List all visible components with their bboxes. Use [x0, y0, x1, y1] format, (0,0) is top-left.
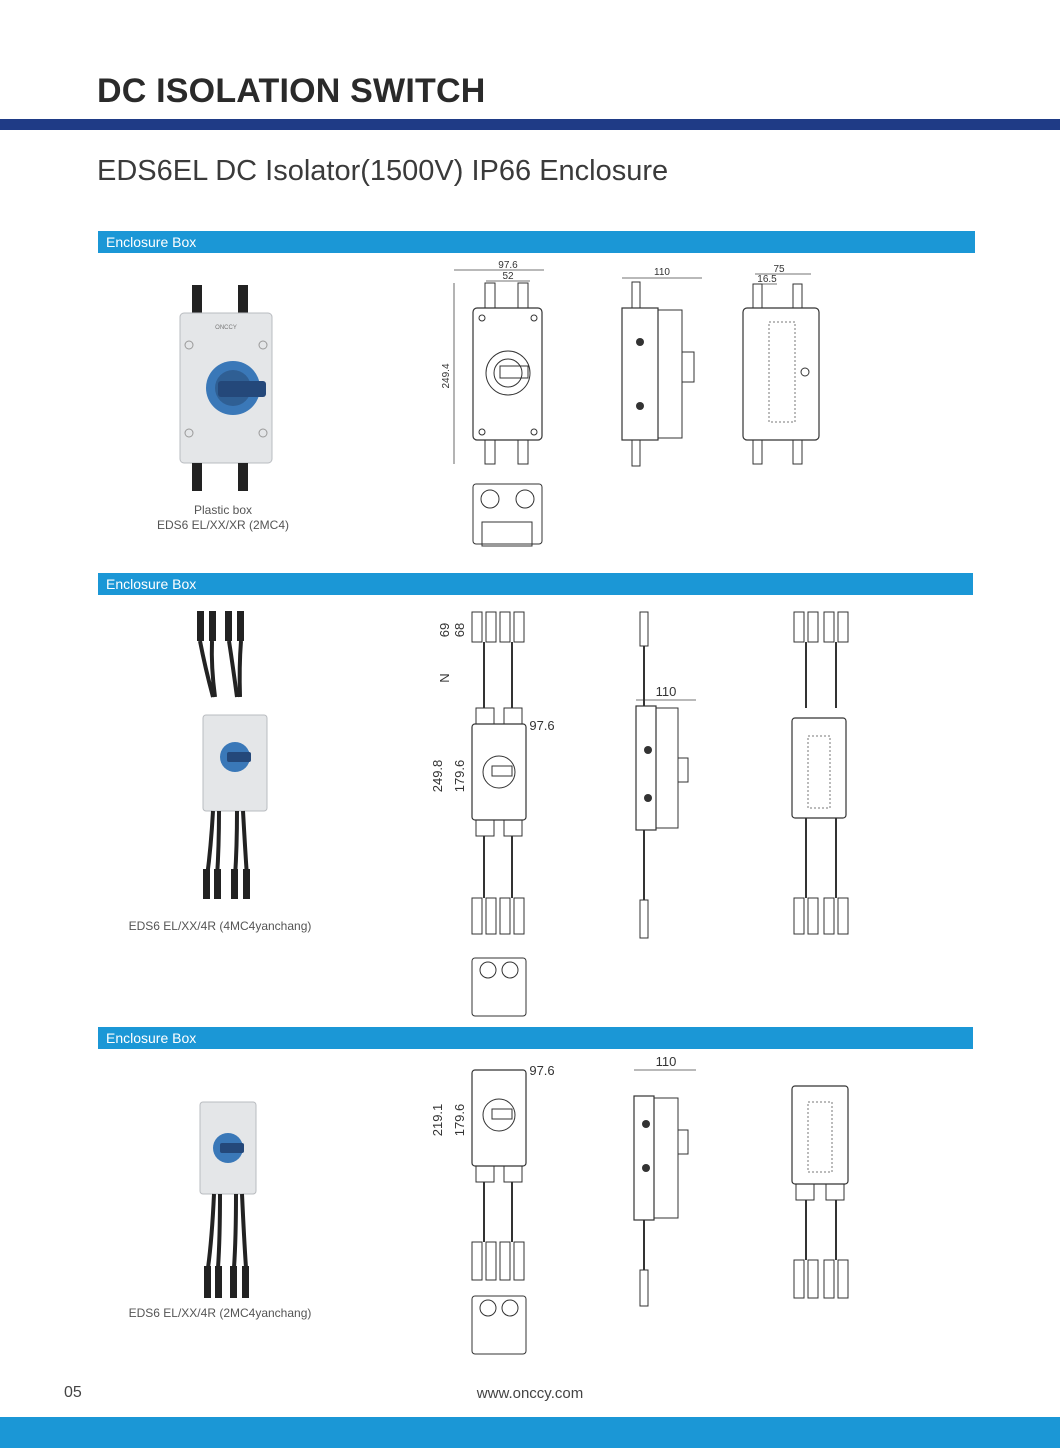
svg-text:52: 52 [502, 271, 514, 282]
brand-logo: ONCCY [215, 325, 237, 331]
drawing-side-view-2: 110 [635, 611, 696, 939]
drawing-front-view-3: 219.1 179.6 97.6 [430, 1063, 555, 1355]
svg-text:249.8: 249.8 [430, 760, 445, 793]
svg-text:110: 110 [654, 267, 670, 278]
drawing-back-view-3 [791, 1085, 849, 1299]
svg-text:110: 110 [656, 684, 677, 699]
product-photo-2mc4 [199, 1101, 257, 1298]
drawing-side-view-3: 110 [633, 1054, 696, 1307]
svg-text:16.5: 16.5 [757, 274, 777, 285]
drawing-front-view-2: 69 68 N 249.8 179.6 97.6 [430, 611, 555, 1017]
caption-model-1: EDS6 EL/XX/XR (2MC4) [156, 518, 290, 532]
svg-text:N: N [437, 673, 452, 682]
drawing-back-view-1: 75 16.5 [742, 264, 820, 465]
product-photo-plastic-box: ONCCY [179, 285, 273, 491]
section-bar-3: Enclosure Box [98, 1027, 973, 1049]
section-bar-1: Enclosure Box [98, 231, 975, 253]
svg-text:97.6: 97.6 [529, 718, 554, 733]
footer-bar [0, 1417, 1060, 1448]
caption-model-2: EDS6 EL/XX/4R (4MC4yanchang) [128, 919, 312, 933]
svg-text:110: 110 [656, 1054, 677, 1069]
caption-plastic-box: Plastic box [193, 503, 253, 517]
page-subtitle: EDS6EL DC Isolator(1500V) IP66 Enclosure [97, 155, 669, 187]
svg-text:97.6: 97.6 [498, 260, 518, 271]
product-photo-4mc4 [197, 611, 268, 899]
svg-text:219.1: 219.1 [430, 1104, 445, 1137]
svg-text:75: 75 [773, 264, 785, 275]
svg-text:249.4: 249.4 [441, 363, 452, 388]
section-bar-2: Enclosure Box [98, 573, 973, 595]
website-link[interactable]: www.onccy.com [476, 1385, 584, 1402]
svg-text:97.6: 97.6 [529, 1063, 554, 1078]
svg-text:68: 68 [452, 623, 467, 637]
page-title: DC ISOLATION SWITCH [97, 72, 486, 110]
page-number: 05 [64, 1384, 82, 1401]
drawing-front-view-1: 97.6 52 249.4 [441, 260, 544, 547]
svg-text:69: 69 [437, 623, 452, 637]
caption-model-3: EDS6 EL/XX/4R (2MC4yanchang) [128, 1306, 312, 1320]
svg-text:179.6: 179.6 [452, 760, 467, 793]
drawing-back-view-2 [791, 611, 849, 935]
drawing-side-view-1: 110 [621, 267, 702, 467]
svg-text:179.6: 179.6 [452, 1104, 467, 1137]
title-rule [0, 119, 1060, 130]
